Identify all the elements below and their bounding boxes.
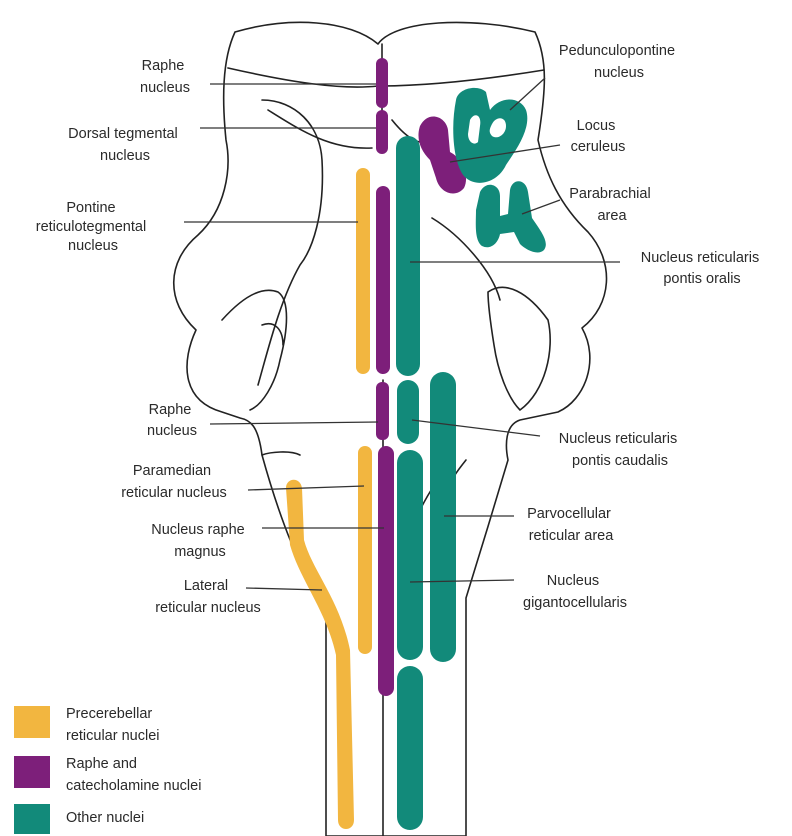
left-peduncle — [258, 100, 322, 385]
legend-swatch-other — [14, 804, 50, 834]
pedunculopontine-nucleus-shape — [453, 88, 527, 183]
raphe-column-pons-shape — [376, 186, 390, 374]
legend: Precerebellar reticular nuclei Raphe and… — [14, 706, 201, 834]
parvocellular-reticular-area-shape — [430, 372, 456, 662]
leader-paramedian — [248, 486, 364, 490]
lateral-reticular-nucleus-shape — [286, 480, 354, 829]
label-raphe-nucleus-mid: Raphe nucleus — [147, 402, 197, 439]
label-raphe-nucleus-top: Raphe nucleus — [140, 58, 190, 96]
reticularis-pontis-caudalis-shape — [397, 380, 419, 444]
pontine-reticulotegmental-nucleus-shape — [356, 168, 370, 374]
legend-label-precerebellar: Precerebellar reticular nuclei — [66, 706, 160, 744]
label-reticularis-pontis-caudalis: Nucleus reticularis pontis caudalis — [559, 431, 682, 469]
label-gigantocellularis: Nucleus gigantocellularis — [523, 573, 627, 611]
label-raphe-magnus: Nucleus raphe magnus — [151, 522, 249, 560]
nucleus-gigantocellularis-shape — [397, 450, 423, 660]
nucleus-raphe-magnus-shape — [378, 446, 394, 696]
label-parvocellular: Parvocellular reticular area — [527, 506, 615, 544]
left-inner-lobe — [222, 290, 287, 410]
outer-contour — [174, 22, 607, 836]
leader-gigantocellularis — [410, 580, 514, 582]
label-dorsal-tegmental: Dorsal tegmental nucleus — [68, 126, 182, 164]
label-parabrachial: Parabrachial area — [569, 186, 654, 224]
left-colliculus — [268, 110, 372, 148]
raphe-nucleus-mid-shape — [376, 382, 389, 440]
legend-label-raphe: Raphe and catecholamine nuclei — [66, 756, 201, 794]
label-pedunculopontine: Pedunculopontine nucleus — [559, 43, 679, 81]
legend-swatch-raphe — [14, 756, 50, 788]
label-reticularis-pontis-oralis: Nucleus reticularis pontis oralis — [641, 250, 764, 287]
label-lateral-reticular: Lateral reticular nucleus — [155, 578, 261, 616]
reticularis-pontis-oralis-shape — [396, 136, 420, 376]
right-inner-lobe — [488, 287, 550, 410]
dorsal-tegmental-nucleus-shape — [376, 110, 388, 154]
parabrachial-area-shape — [476, 181, 546, 252]
label-paramedian-reticular: Paramedian reticular nucleus — [121, 463, 227, 501]
paramedian-reticular-nucleus-shape — [358, 446, 372, 654]
leader-raphe-mid — [210, 422, 378, 424]
label-locus-ceruleus: Locus ceruleus — [571, 118, 626, 155]
legend-label-other: Other nuclei — [66, 810, 144, 826]
brainstem-outline — [174, 22, 607, 836]
olive-contour — [262, 452, 300, 455]
leader-pedunculopontine — [510, 78, 545, 110]
legend-swatch-precerebellar — [14, 706, 50, 738]
lower-reticular-column-shape — [397, 666, 423, 830]
raphe-nucleus-top-shape — [376, 58, 388, 108]
label-pontine-reticulotegmental: Pontine reticulotegmental nucleus — [36, 200, 150, 254]
